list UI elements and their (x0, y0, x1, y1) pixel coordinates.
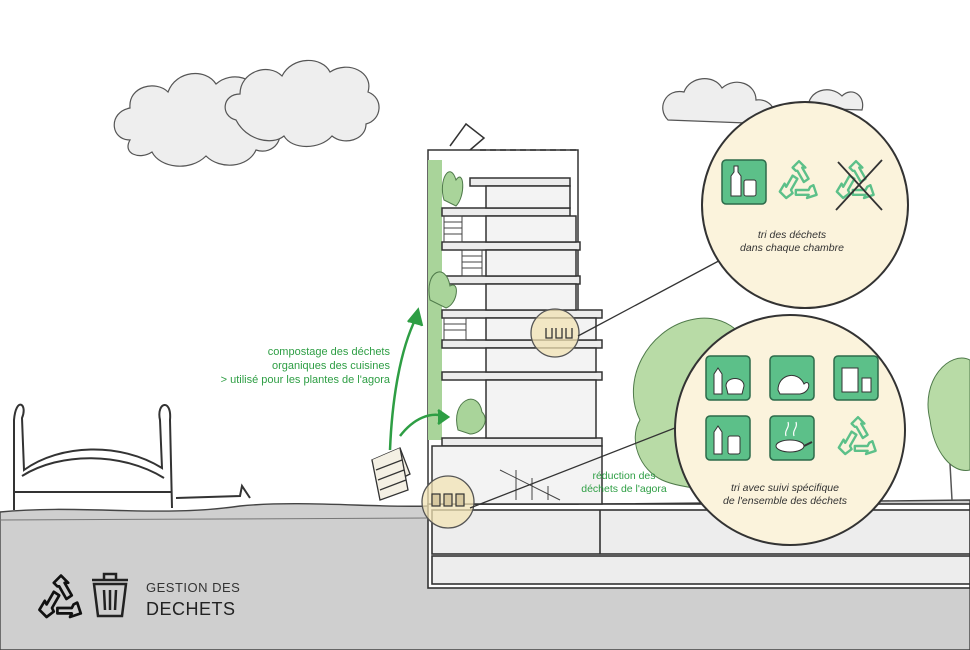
compost-annotation: compostage des déchets organiques des cu… (200, 346, 390, 387)
agora-bins-icon (431, 493, 465, 507)
global-caption-line-2: de l'ensemble des déchets (722, 495, 847, 508)
room-sorting-bubble (701, 101, 909, 309)
compost-arrow (388, 307, 451, 451)
compost-bin-icon (371, 447, 411, 501)
leader-line-bottom (469, 425, 681, 509)
room-caption-line-2: dans chaque chambre (740, 242, 844, 255)
legend-title-line-1: GESTION DES (146, 580, 241, 595)
global-sorting-caption: tri avec suivi spécifique de l'ensemble … (700, 482, 870, 508)
tower-trees (428, 171, 486, 435)
bottles-jar-icon (721, 159, 767, 205)
room-sorting-highlight (530, 308, 580, 358)
food-scraps-icon (769, 355, 815, 401)
agora-line-1: réduction des (592, 470, 656, 482)
cloud-left (113, 59, 380, 167)
bubble-global-icons (705, 355, 879, 461)
compost-line-2: organiques des cuisines (271, 359, 390, 372)
leader-line-top (577, 255, 729, 337)
cooking-pan-icon (769, 415, 815, 461)
roof-structure (449, 122, 576, 151)
legend-title-line-2: DECHETS (146, 599, 236, 619)
podium (427, 503, 970, 589)
room-caption-line-1: tri des déchets (757, 229, 827, 241)
room-sorting-caption: tri des déchets dans chaque chambre (712, 229, 872, 255)
can-jar-icon (833, 355, 879, 401)
compost-line-1: compostage des déchets (267, 346, 390, 358)
agora-line-2: déchets de l'agora (581, 483, 667, 496)
bubble-room-icons (721, 159, 883, 211)
left-arch-structure (13, 403, 251, 510)
tower (427, 122, 603, 505)
agora-reduction-annotation: réduction des déchets de l'agora (574, 470, 674, 496)
trash-bin-icon (92, 572, 128, 618)
room-bins-icon (545, 328, 573, 339)
bottles-jar-icon (705, 355, 751, 401)
compost-line-3: > utilisé pour les plantes de l'agora (220, 373, 390, 386)
global-caption-line-1: tri avec suivi spécifique (731, 482, 839, 494)
bottle-jar-icon (705, 415, 751, 461)
crossed-recycling-icon (835, 159, 883, 211)
